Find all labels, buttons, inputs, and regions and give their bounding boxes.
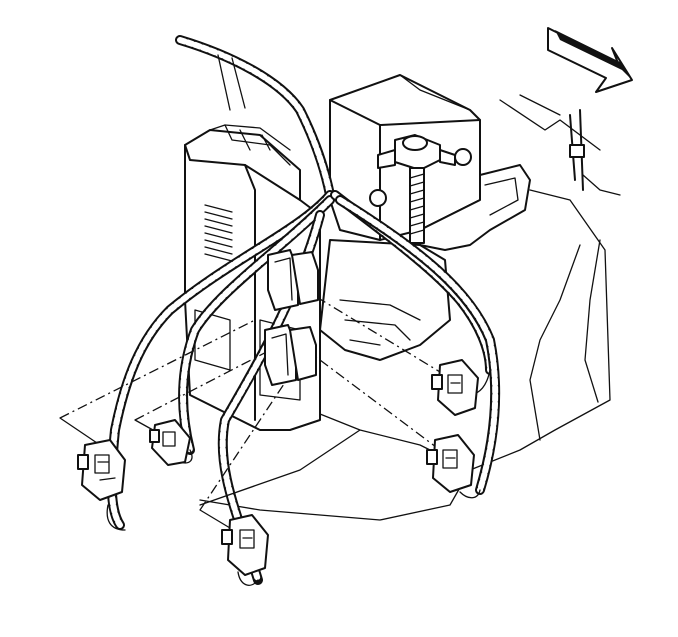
connector-left <box>77 439 126 501</box>
direction-arrow <box>547 27 633 93</box>
hold-down-bolt <box>369 134 472 244</box>
connector-bottom <box>221 514 269 576</box>
module-sockets <box>264 249 319 386</box>
vent-slots <box>204 204 233 262</box>
bolt-threads <box>409 173 425 235</box>
connector-right-lower <box>426 434 475 493</box>
connector-center-small <box>149 419 191 466</box>
tray-plane <box>199 189 611 521</box>
connector-right-upper <box>431 359 479 416</box>
side-clip <box>499 94 621 196</box>
